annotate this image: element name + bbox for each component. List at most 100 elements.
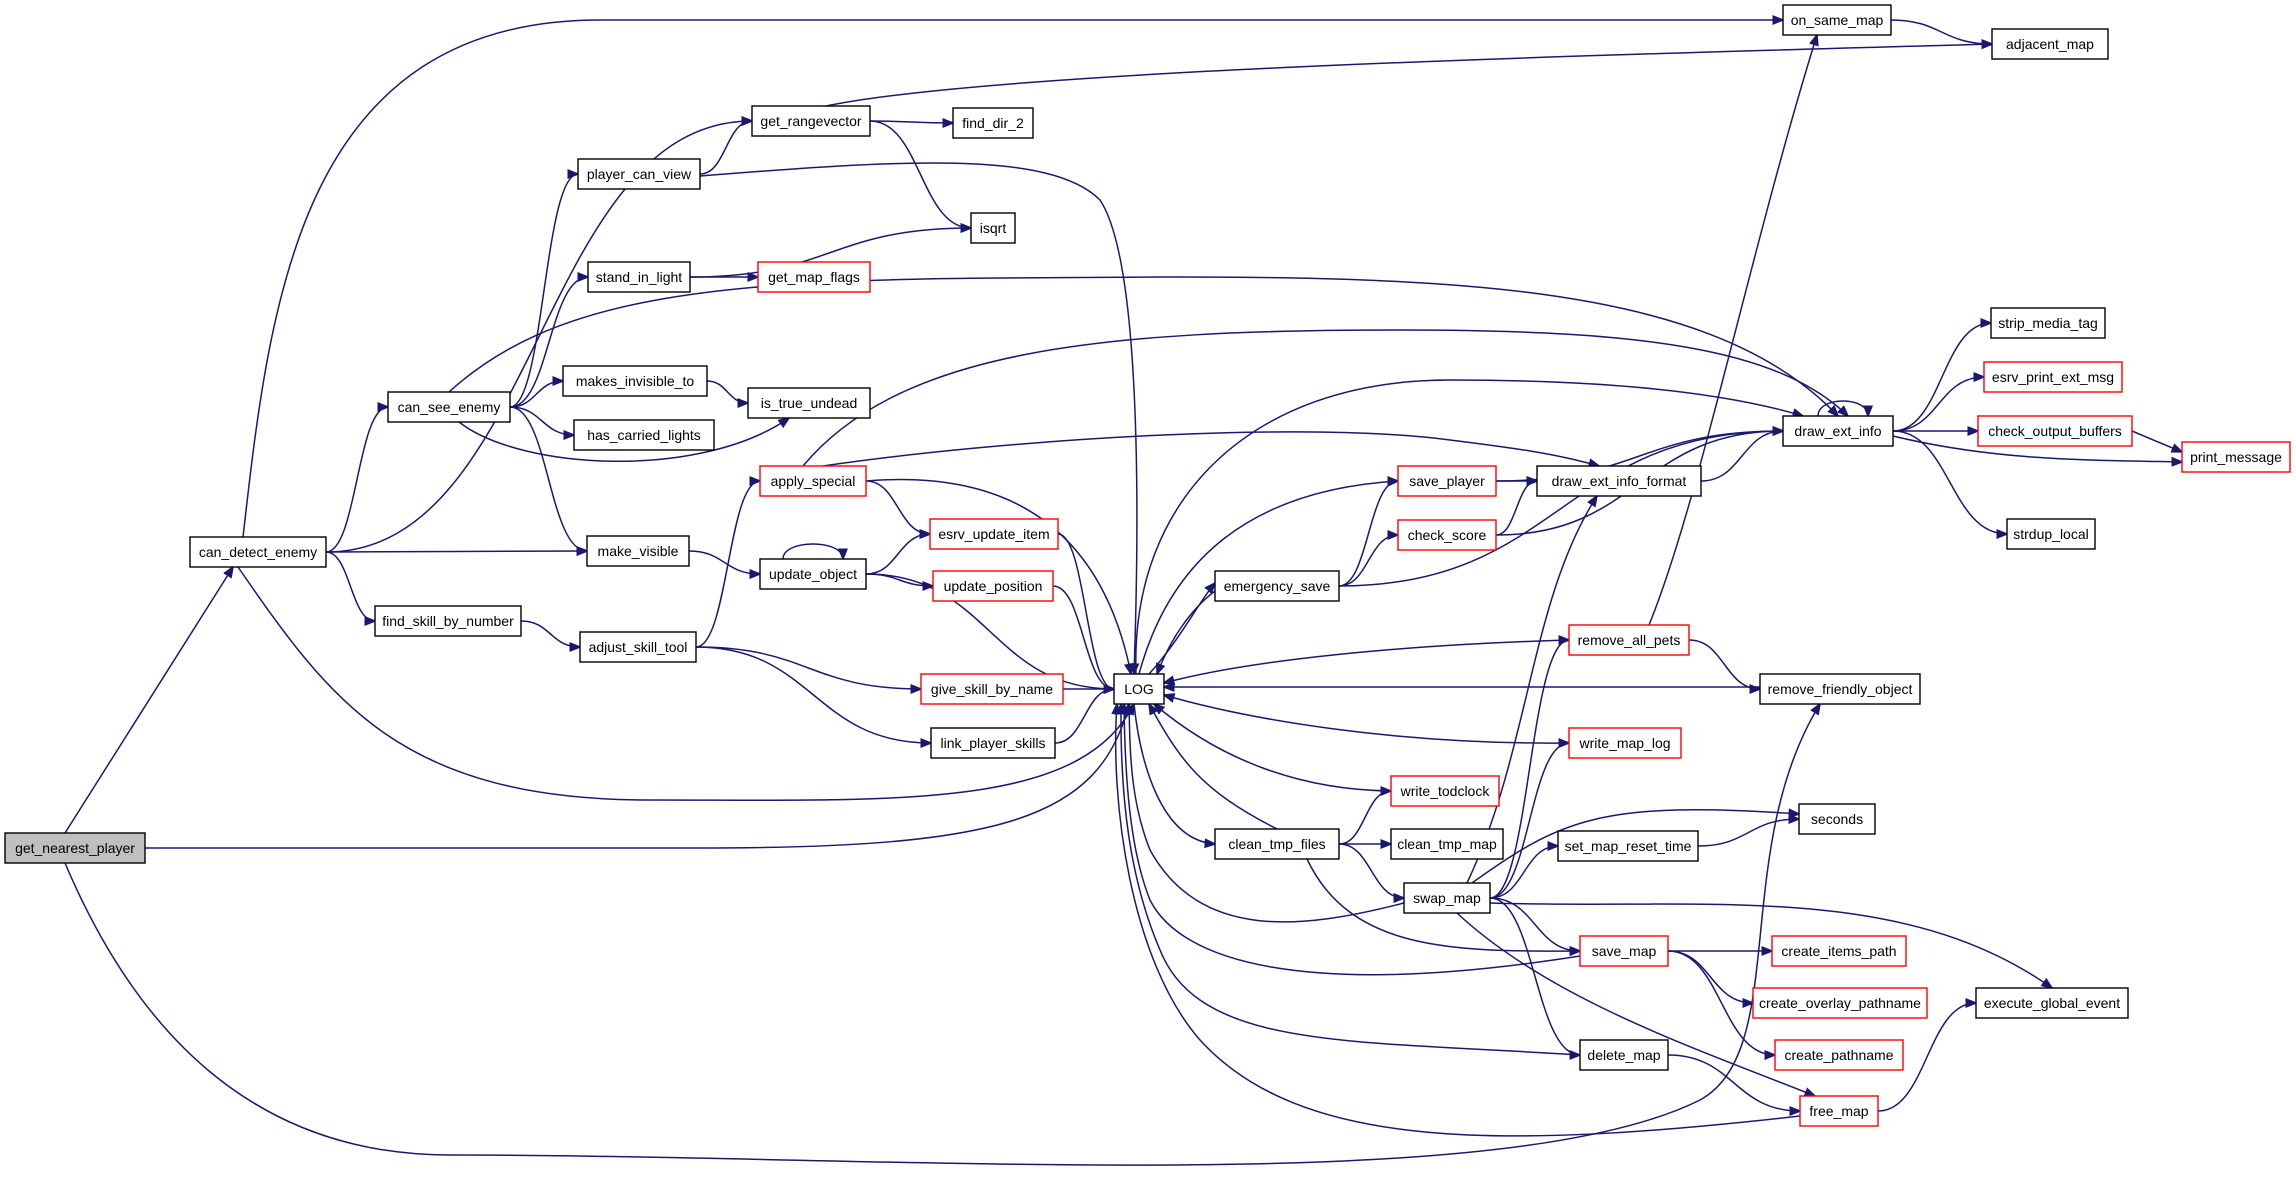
node-execute-global-event[interactable]: execute_global_event xyxy=(1975,987,2129,1019)
node-clean-tmp-files[interactable]: clean_tmp_files xyxy=(1214,828,1340,860)
node-get-nearest-player[interactable]: get_nearest_player xyxy=(4,832,146,864)
node-create-overlay-pathname[interactable]: create_overlay_pathname xyxy=(1752,987,1928,1019)
node-free-map[interactable]: free_map xyxy=(1799,1095,1879,1127)
node-clean-tmp-map[interactable]: clean_tmp_map xyxy=(1390,828,1504,860)
node-box xyxy=(930,727,1056,759)
node-label: make_visible xyxy=(598,543,679,559)
node-label: strdup_local xyxy=(2013,526,2089,542)
edge-swap_map-to-delete_map xyxy=(1489,897,1580,1055)
edge-draw_ext_info-to-esrv_print_ext_msg xyxy=(1892,377,1984,432)
node-get-rangevector[interactable]: get_rangevector xyxy=(751,105,871,137)
node-get-map-flags[interactable]: get_map_flags xyxy=(757,261,871,293)
node-find-dir-2[interactable]: find_dir_2 xyxy=(952,107,1034,139)
node-isqrt[interactable]: isqrt xyxy=(970,212,1016,244)
node-update-object[interactable]: update_object xyxy=(759,558,867,590)
edge-update_object-to-update_object xyxy=(782,543,843,559)
node-box xyxy=(1975,987,2129,1019)
node-box xyxy=(562,365,708,397)
node-remove-all-pets[interactable]: remove_all_pets xyxy=(1568,624,1690,656)
node-label: can_detect_enemy xyxy=(199,544,317,560)
node-box xyxy=(1799,1095,1879,1127)
node-label: find_skill_by_number xyxy=(382,613,514,629)
node-label: save_player xyxy=(1409,473,1485,489)
node-save-player[interactable]: save_player xyxy=(1397,465,1497,497)
node-create-items-path[interactable]: create_items_path xyxy=(1771,935,1907,967)
node-box xyxy=(586,535,690,567)
edge-can_see_enemy-to-is_true_undead xyxy=(458,418,789,462)
node-give-skill-by-name[interactable]: give_skill_by_name xyxy=(920,673,1064,705)
edge-can_detect_enemy-to-make_visible xyxy=(325,551,587,552)
edge-can_detect_enemy-to-get_rangevector xyxy=(325,121,752,553)
node-label: set_map_reset_time xyxy=(1565,838,1692,854)
node-write-map-log[interactable]: write_map_log xyxy=(1568,727,1682,759)
edge-write_map_log-to-LOG xyxy=(1164,695,1570,744)
node-esrv-print-ext-msg[interactable]: esrv_print_ext_msg xyxy=(1983,361,2123,393)
node-save-map[interactable]: save_map xyxy=(1579,935,1669,967)
node-adjacent-map[interactable]: adjacent_map xyxy=(1991,28,2109,60)
node-check-score[interactable]: check_score xyxy=(1397,519,1497,551)
edge-get_rangevector-to-adjacent_map xyxy=(825,44,1992,107)
edge-can_see_enemy-to-stand_in_light xyxy=(509,277,588,408)
node-box xyxy=(1397,519,1497,551)
node-esrv-update-item[interactable]: esrv_update_item xyxy=(929,518,1059,550)
node-emergency-save[interactable]: emergency_save xyxy=(1214,570,1340,602)
node-makes-invisible-to[interactable]: makes_invisible_to xyxy=(562,365,708,397)
node-strdup-local[interactable]: strdup_local xyxy=(2006,518,2096,550)
edge-swap_map-to-set_map_reset_time xyxy=(1489,846,1558,899)
node-seconds[interactable]: seconds xyxy=(1798,803,1876,835)
node-remove-friendly-object[interactable]: remove_friendly_object xyxy=(1759,673,1921,705)
node-LOG[interactable]: LOG xyxy=(1113,673,1165,705)
node-label: execute_global_event xyxy=(1984,995,2120,1011)
node-swap-map[interactable]: swap_map xyxy=(1403,882,1491,914)
node-label: emergency_save xyxy=(1224,578,1331,594)
node-draw-ext-info-format[interactable]: draw_ext_info_format xyxy=(1536,465,1702,497)
node-draw-ext-info[interactable]: draw_ext_info xyxy=(1782,415,1894,447)
node-print-message[interactable]: print_message xyxy=(2181,441,2291,473)
node-can-detect-enemy[interactable]: can_detect_enemy xyxy=(189,536,327,568)
edge-can_see_enemy-to-has_carried_lights xyxy=(509,406,574,435)
node-box xyxy=(2181,441,2291,473)
edge-apply_special-to-draw_ext_info_format xyxy=(822,431,1599,466)
node-box xyxy=(573,419,715,451)
edge-LOG-to-emergency_save xyxy=(1148,583,1215,675)
edge-can_see_enemy-to-draw_ext_info xyxy=(448,276,1838,416)
edge-draw_ext_info-to-strip_media_tag xyxy=(1892,323,1991,432)
node-on-same-map[interactable]: on_same_map xyxy=(1782,4,1892,36)
node-link-player-skills[interactable]: link_player_skills xyxy=(930,727,1056,759)
node-can-see-enemy[interactable]: can_see_enemy xyxy=(387,391,511,423)
node-update-position[interactable]: update_position xyxy=(932,570,1054,602)
edge-link_player_skills-to-LOG xyxy=(1054,689,1114,744)
edge-can_detect_enemy-to-on_same_map xyxy=(242,20,1783,538)
node-adjust-skill-tool[interactable]: adjust_skill_tool xyxy=(579,631,697,663)
node-write-todclock[interactable]: write_todclock xyxy=(1390,775,1500,807)
node-box xyxy=(1990,307,2106,339)
edge-LOG-to-save_player xyxy=(1138,481,1398,675)
node-label: update_position xyxy=(944,578,1043,594)
edge-save_map-to-LOG xyxy=(1124,704,1581,976)
edge-swap_map-to-write_map_log xyxy=(1489,743,1569,899)
node-label: write_map_log xyxy=(1578,735,1670,751)
edge-adjust_skill_tool-to-apply_special xyxy=(695,481,760,648)
node-label: esrv_update_item xyxy=(938,526,1049,542)
edge-get_rangevector-to-find_dir_2 xyxy=(869,121,953,123)
node-player-can-view[interactable]: player_can_view xyxy=(577,158,701,190)
node-box xyxy=(920,673,1064,705)
node-has-carried-lights[interactable]: has_carried_lights xyxy=(573,419,715,451)
node-make-visible[interactable]: make_visible xyxy=(586,535,690,567)
node-apply-special[interactable]: apply_special xyxy=(759,465,867,497)
node-set-map-reset-time[interactable]: set_map_reset_time xyxy=(1557,830,1699,862)
node-stand-in-light[interactable]: stand_in_light xyxy=(587,261,691,293)
node-is-true-undead[interactable]: is_true_undead xyxy=(747,387,871,419)
node-create-pathname[interactable]: create_pathname xyxy=(1774,1039,1904,1071)
edge-get_nearest_player-to-can_detect_enemy xyxy=(64,567,233,834)
node-box xyxy=(1977,415,2133,447)
node-box xyxy=(1759,673,1921,705)
node-check-output-buffers[interactable]: check_output_buffers xyxy=(1977,415,2133,447)
edge-draw_ext_info-to-strdup_local xyxy=(1892,430,2007,534)
node-strip-media-tag[interactable]: strip_media_tag xyxy=(1990,307,2106,339)
node-find-skill-by-number[interactable]: find_skill_by_number xyxy=(374,605,522,637)
node-delete-map[interactable]: delete_map xyxy=(1579,1039,1669,1071)
edge-swap_map-to-free_map xyxy=(1456,912,1815,1096)
edge-can_see_enemy-to-player_can_view xyxy=(509,174,578,408)
